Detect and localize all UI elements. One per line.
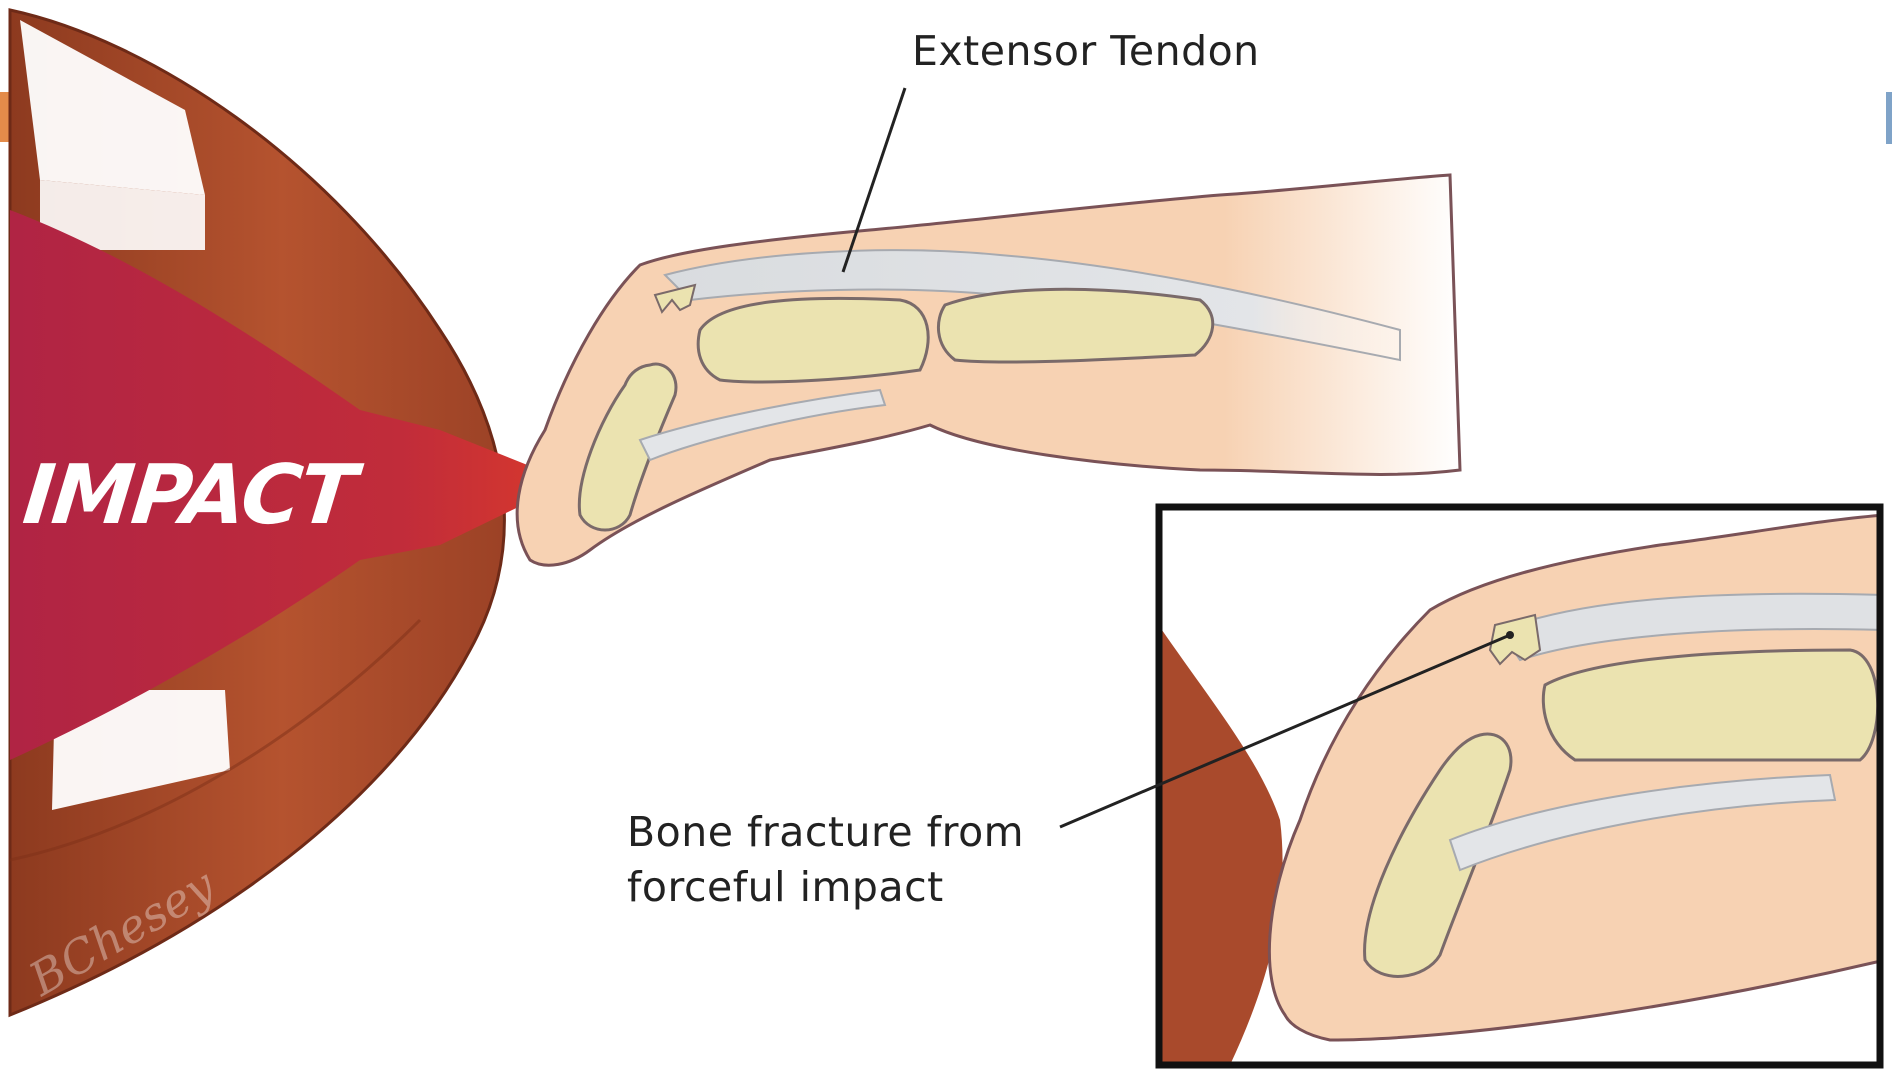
accent-bar-blue [1886,92,1892,144]
extensor-tendon-label: Extensor Tendon [912,24,1260,79]
inset-zoom [1155,507,1885,1065]
impact-label: IMPACT [19,448,359,543]
fracture-label: Bone fracture from forceful impact [627,805,1024,914]
fracture-label-line1: Bone fracture from [627,805,1024,860]
fracture-label-line2: forceful impact [627,860,1024,915]
fracture-leader-dot [1506,631,1514,639]
